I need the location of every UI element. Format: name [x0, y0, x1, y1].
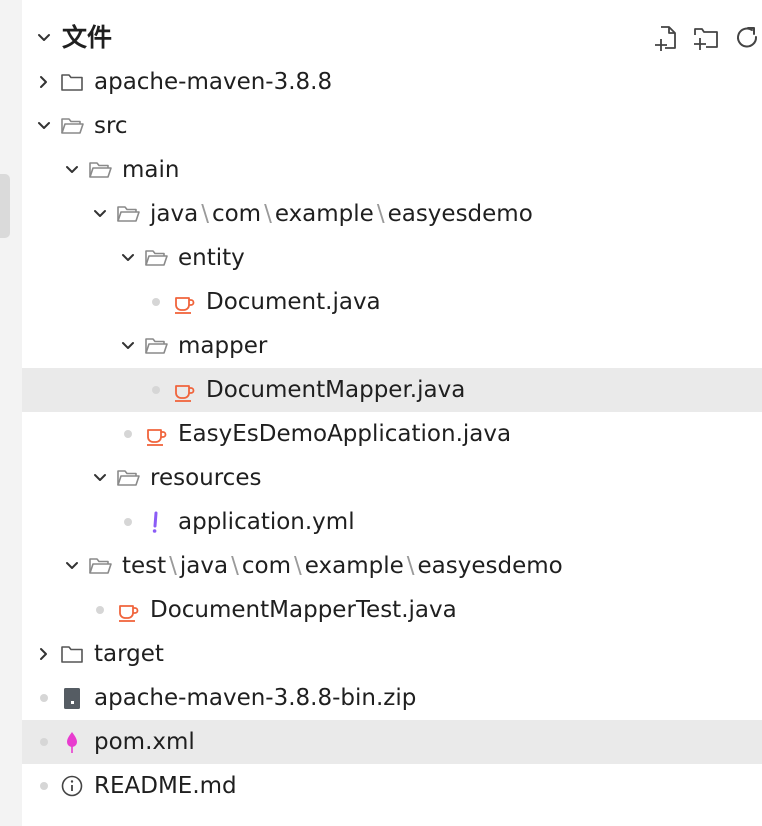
path-separator: \ [264, 201, 272, 227]
tree-item-label: EasyEsDemoApplication.java [178, 421, 512, 447]
tree-file-row[interactable]: application.yml [22, 500, 762, 544]
folder-open-icon [144, 334, 168, 358]
tree-item-label: Document.java [206, 289, 381, 315]
tree-leaf-dot [40, 782, 48, 790]
tree-file-row[interactable]: DocumentMapperTest.java [22, 588, 762, 632]
path-separator: \ [231, 553, 239, 579]
tree-folder-row[interactable]: resources [22, 456, 762, 500]
tree-folder-row[interactable]: test\java\com\example\easyesdemo [22, 544, 762, 588]
tree-item-label: DocumentMapper.java [206, 377, 466, 403]
chevron-down-icon[interactable] [90, 204, 110, 224]
tree-item-label: target [94, 641, 164, 667]
chevron-down-icon[interactable] [34, 116, 54, 136]
tree-folder-row[interactable]: entity [22, 236, 762, 280]
path-separator: \ [376, 201, 385, 227]
folder-icon [60, 70, 84, 94]
folder-open-icon [88, 554, 112, 578]
new-folder-icon[interactable] [692, 24, 720, 52]
chevron-right-icon[interactable] [34, 644, 54, 664]
tree-item-label: entity [178, 245, 245, 271]
path-separator: \ [201, 201, 209, 227]
tree-leaf-dot [152, 386, 160, 394]
java-file-icon [172, 378, 196, 402]
folder-open-icon [116, 202, 140, 226]
folder-open-icon [144, 246, 168, 270]
tree-item-label: README.md [94, 773, 237, 799]
tree-file-row[interactable]: pom.xml [22, 720, 762, 764]
path-separator: \ [294, 553, 302, 579]
tree-file-row[interactable]: apache-maven-3.8.8-bin.zip [22, 676, 762, 720]
path-segment: example [304, 553, 404, 579]
chevron-down-icon[interactable] [118, 248, 138, 268]
tree-item-label: apache-maven-3.8.8-bin.zip [94, 685, 417, 711]
tree-folder-row[interactable]: target [22, 632, 762, 676]
tree-item-label: java\com\example\easyesdemo [150, 199, 533, 229]
new-file-icon[interactable] [652, 24, 680, 52]
path-separator: \ [169, 553, 177, 579]
folder-open-icon [60, 114, 84, 138]
explorer-header: 文件 [22, 16, 762, 60]
path-segment: example [274, 201, 374, 227]
chevron-right-icon[interactable] [34, 72, 54, 92]
folder-open-icon [116, 466, 140, 490]
folder-open-icon [88, 158, 112, 182]
tree-leaf-dot [152, 298, 160, 306]
tree-file-row[interactable]: EasyEsDemoApplication.java [22, 412, 762, 456]
chevron-down-icon[interactable] [118, 336, 138, 356]
path-segment: easyesdemo [417, 553, 563, 579]
tree-item-label: apache-maven-3.8.8 [94, 69, 333, 95]
refresh-icon[interactable] [734, 24, 762, 52]
java-file-icon [116, 598, 140, 622]
explorer-title: 文件 [62, 23, 113, 52]
tree-item-label: resources [150, 465, 262, 491]
tree-item-label: application.yml [178, 509, 355, 535]
tree-item-label: mapper [178, 333, 268, 359]
tree-item-label: src [94, 113, 128, 139]
tree-folder-row[interactable]: java\com\example\easyesdemo [22, 192, 762, 236]
tree-item-label: pom.xml [94, 729, 195, 755]
path-segment: com [211, 201, 262, 227]
chevron-down-icon[interactable] [90, 468, 110, 488]
chevron-down-icon[interactable] [62, 556, 82, 576]
tree-folder-row[interactable]: mapper [22, 324, 762, 368]
chevron-down-icon[interactable] [34, 28, 54, 48]
folder-icon [60, 642, 84, 666]
tree-item-label: main [122, 157, 180, 183]
tree-folder-row[interactable]: main [22, 148, 762, 192]
chevron-down-icon[interactable] [62, 160, 82, 180]
tree-leaf-dot [40, 738, 48, 746]
path-segment: java [179, 553, 229, 579]
path-segment: com [241, 553, 291, 579]
maven-pom-icon [60, 730, 84, 754]
zip-file-icon [60, 686, 84, 710]
path-segment: test [122, 553, 167, 579]
tree-leaf-dot [96, 606, 104, 614]
tree-leaf-dot [40, 694, 48, 702]
tree-file-row[interactable]: Document.java [22, 280, 762, 324]
tree-item-label: test\java\com\example\easyesdemo [122, 551, 563, 581]
path-segment: easyesdemo [387, 201, 533, 227]
tree-folder-row[interactable]: apache-maven-3.8.8 [22, 60, 762, 104]
java-file-icon [172, 290, 196, 314]
info-icon [60, 774, 84, 798]
path-segment: java [150, 201, 199, 227]
tree-item-label: DocumentMapperTest.java [150, 597, 457, 623]
yaml-file-icon [144, 510, 168, 534]
java-file-icon [144, 422, 168, 446]
tree-file-row[interactable]: README.md [22, 764, 762, 808]
left-edge-bar [0, 0, 22, 826]
tree-leaf-dot [124, 518, 132, 526]
path-separator: \ [406, 553, 415, 579]
tree-leaf-dot [124, 430, 132, 438]
tree-file-row[interactable]: DocumentMapper.java [22, 368, 762, 412]
tree-folder-row[interactable]: src [22, 104, 762, 148]
scrollbar-thumb[interactable] [0, 174, 10, 238]
